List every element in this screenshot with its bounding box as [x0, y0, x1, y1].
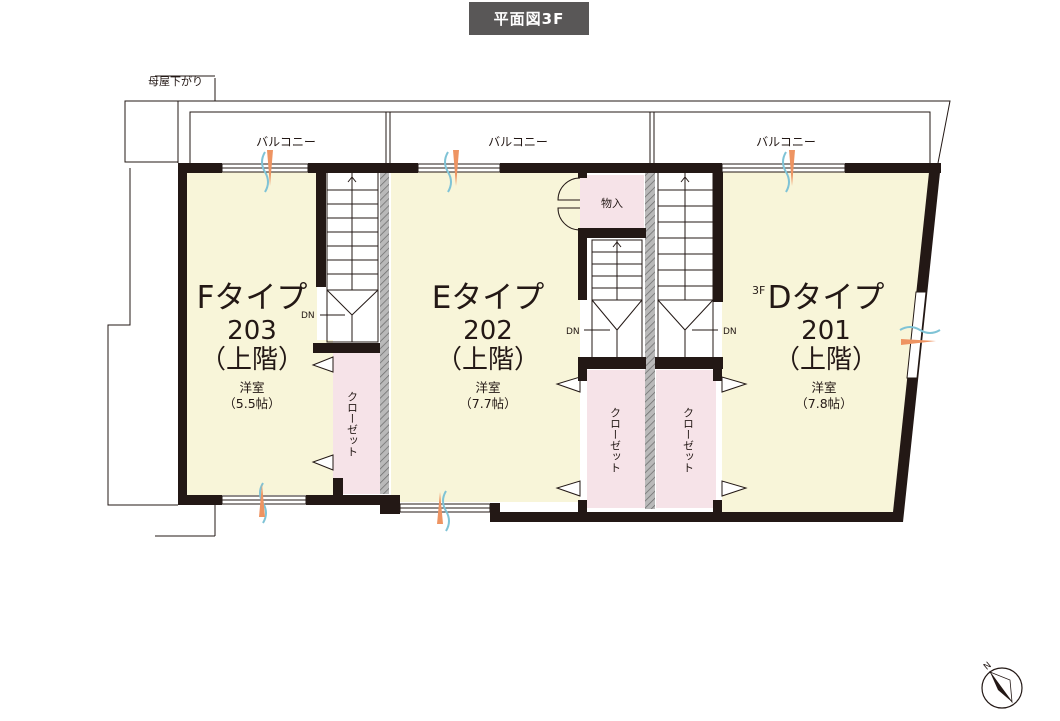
room-floors — [187, 172, 930, 512]
unit-f-size: （5.5帖） — [223, 396, 280, 411]
unit-e-floor: （上階） — [436, 345, 540, 375]
balcony-outline — [177, 100, 951, 164]
stair-d — [657, 171, 718, 359]
unit-f-room: 洋室 — [239, 380, 264, 395]
unit-d-room: 洋室 — [811, 380, 836, 395]
closet-doors — [311, 356, 748, 497]
closet-label-d: クローゼット — [682, 407, 695, 473]
unit-e-type: Eタイプ — [432, 280, 545, 316]
closet-label-f: クローゼット — [346, 391, 359, 457]
shaft-walls — [380, 172, 655, 509]
unit-f-type: Fタイプ — [197, 280, 308, 316]
stair-e-dn-label: DN — [566, 327, 580, 337]
unit-d-floor: （上階） — [774, 345, 878, 375]
closet-label-e: クローゼット — [609, 407, 622, 473]
page-title: 平面図3F — [469, 2, 589, 35]
stair-d-dn-label: DN — [723, 327, 737, 337]
balcony-label-e: バルコニー — [488, 135, 548, 149]
unit-d-type: Dタイプ — [768, 280, 885, 316]
labels: 母屋下がり バルコニー バルコニー バルコニー Fタイプ 203 （上階） 洋室… — [148, 74, 884, 473]
compass: N — [981, 661, 1023, 709]
room-floor-f-lower — [187, 340, 333, 495]
balcony-label-f: バルコニー — [256, 135, 316, 149]
storage-label: 物入 — [601, 196, 623, 210]
stair-f — [320, 171, 379, 343]
unit-f-number: 203 — [227, 316, 277, 346]
unit-e-room: 洋室 — [475, 380, 500, 395]
balcony-label-d: バルコニー — [756, 135, 816, 149]
closet-floor-e — [587, 370, 645, 508]
vent-markers — [259, 150, 941, 532]
room-floor-d — [722, 172, 930, 512]
unit-d-size: （7.8帖） — [795, 396, 852, 411]
unit-f-floor: （上階） — [200, 345, 304, 375]
closet-floor-d — [656, 370, 716, 508]
stair-f-dn-label: DN — [301, 311, 315, 321]
floor-marker-3f: 3F — [752, 284, 765, 297]
storage-door — [557, 177, 581, 231]
compass-north-label: N — [982, 661, 994, 673]
unit-e-size: （7.7帖） — [459, 396, 516, 411]
unit-e-number: 202 — [463, 316, 513, 346]
storage-floor — [580, 175, 644, 231]
room-floor-e — [391, 172, 580, 502]
unit-d-number: 201 — [801, 316, 851, 346]
main-building-offset-label: 母屋下がり — [148, 74, 203, 88]
stair-e — [584, 239, 643, 359]
closet-floor-f — [333, 352, 380, 494]
